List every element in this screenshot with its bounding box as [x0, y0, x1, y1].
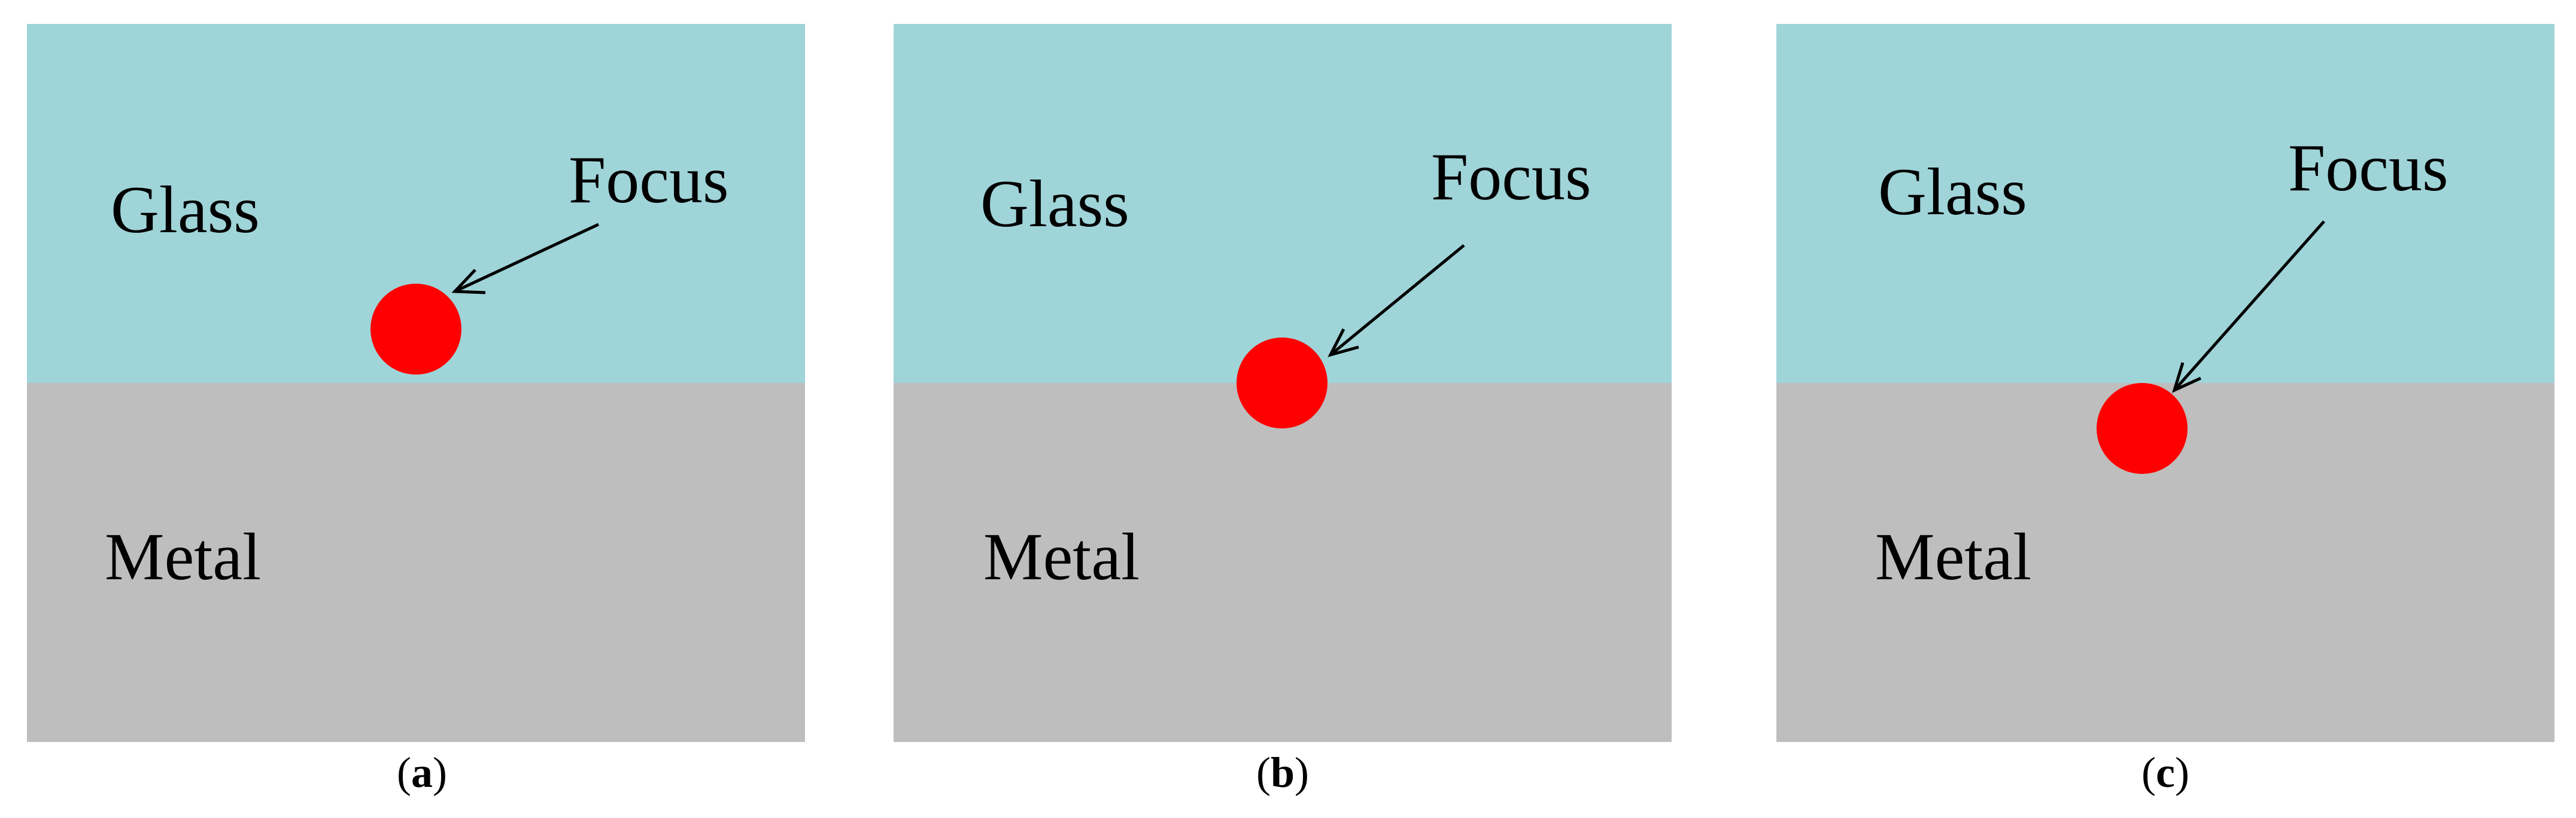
caption-b: (b) [1193, 751, 1372, 794]
caption-c: (c) [2076, 751, 2255, 794]
metal-label: Metal [105, 520, 262, 594]
focus-arrow-line [1329, 244, 1465, 356]
caption-close-paren: ) [433, 749, 447, 796]
caption-close-paren: ) [2174, 749, 2189, 796]
panel-a: Glass Metal Focus [27, 24, 805, 742]
panel-c: Glass Metal Focus [1776, 24, 2554, 742]
caption-open-paren: ( [397, 749, 411, 796]
focus-label: Focus [2288, 131, 2449, 205]
focus-arrow [451, 223, 600, 294]
focus-arrow-head [451, 269, 486, 294]
metal-label: Metal [1875, 520, 2032, 594]
panel-b: Glass Metal Focus [894, 24, 1672, 742]
focus-point [2097, 383, 2188, 474]
glass-label: Glass [1878, 155, 2027, 229]
glass-label: Glass [111, 173, 260, 247]
focus-arrow [1328, 244, 1465, 357]
caption-open-paren: ( [2141, 749, 2156, 796]
glass-label: Glass [980, 167, 1129, 241]
focus-point [370, 284, 461, 375]
metal-layer [894, 383, 1672, 742]
focus-label: Focus [569, 143, 729, 217]
metal-layer [27, 383, 805, 742]
focus-arrow-line [2173, 220, 2325, 391]
focus-arrow [2171, 220, 2325, 393]
focus-arrow-head [1328, 328, 1359, 357]
caption-a: (a) [332, 751, 512, 794]
glass-layer [894, 24, 1672, 383]
focus-arrow-head [2171, 362, 2202, 393]
focus-label: Focus [1431, 140, 1591, 214]
caption-open-paren: ( [1256, 749, 1271, 796]
caption-letter: b [1270, 749, 1295, 796]
metal-label: Metal [983, 520, 1140, 594]
focus-arrow-line [454, 223, 600, 293]
caption-letter: a [411, 749, 433, 796]
caption-letter: c [2156, 749, 2175, 796]
caption-close-paren: ) [1295, 749, 1309, 796]
glass-layer [1776, 24, 2554, 383]
focus-point [1237, 337, 1328, 428]
